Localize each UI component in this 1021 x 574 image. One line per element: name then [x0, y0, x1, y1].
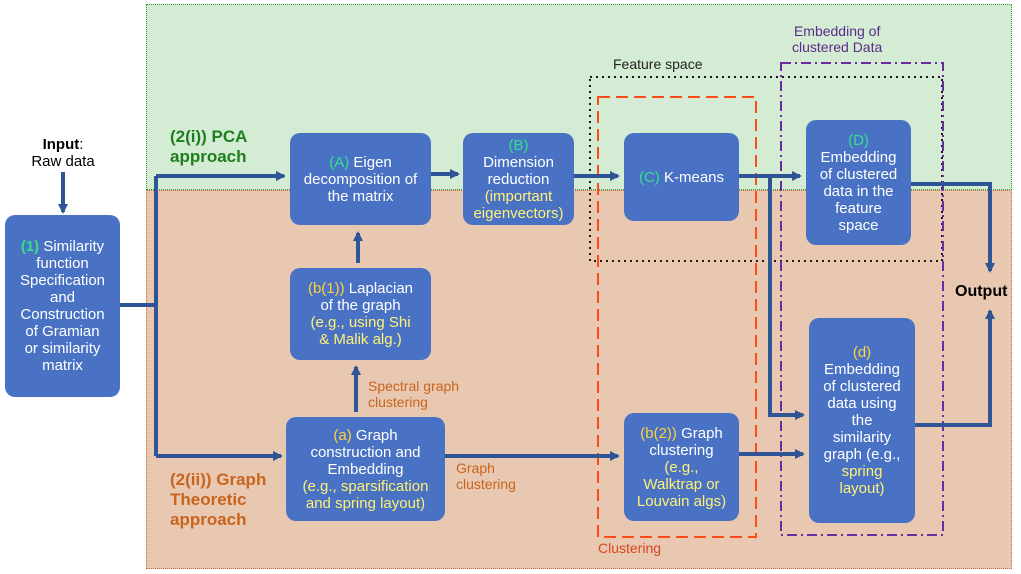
arrow-D-output	[911, 182, 995, 273]
clustering-label: Clustering	[598, 540, 662, 556]
input-sublabel: Raw data	[31, 153, 95, 170]
embedding-cluster-frame	[780, 62, 944, 536]
input-label: Input: Raw data	[31, 136, 95, 170]
arrow-C-d	[758, 174, 805, 420]
kmeans-box: (C) K-means	[624, 133, 739, 221]
output-label: Output	[955, 283, 1008, 300]
clustering-frame	[597, 96, 757, 538]
arrow-d-output	[915, 309, 995, 427]
laplacian-box: (b(1)) Laplacian of the graph (e.g., usi…	[290, 268, 431, 360]
feature-space-label: Feature space	[613, 56, 703, 72]
graph-clustering-box: (b(2)) Graph clustering (e.g.,Walktrap o…	[624, 413, 739, 521]
